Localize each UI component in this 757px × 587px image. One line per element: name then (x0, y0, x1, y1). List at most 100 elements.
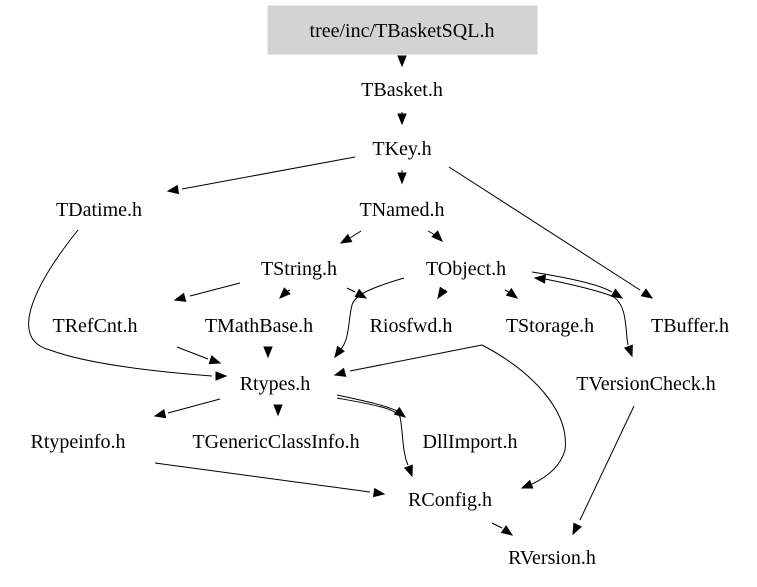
node-label: TString.h (261, 258, 337, 280)
edge-line (349, 344, 483, 372)
edge-line (448, 166, 641, 291)
edge-line (167, 398, 221, 414)
arrowhead-icon (273, 404, 283, 417)
node-label: TGenericClassInfo.h (192, 431, 359, 453)
arrowhead-icon (215, 371, 228, 381)
edge-tstring-to-tmathbase (279, 287, 291, 299)
arrowhead-icon (431, 230, 443, 242)
node-label: TVersionCheck.h (576, 373, 715, 395)
edge-rconfig-to-rversion (491, 522, 514, 536)
arrowhead-icon (640, 288, 654, 299)
node-tobject[interactable]: TObject.h (426, 258, 506, 280)
arrowhead-icon (372, 487, 386, 498)
node-label: TBuffer.h (651, 315, 729, 337)
node-label: TMathBase.h (205, 315, 313, 337)
arrowhead-icon (533, 274, 546, 284)
node-tnamed[interactable]: TNamed.h (360, 199, 445, 221)
node-riosfwd[interactable]: Riosfwd.h (370, 315, 453, 337)
edge-tbasket-to-tkey (397, 112, 407, 126)
node-trefcnt[interactable]: TRefCnt.h (53, 315, 138, 337)
node-label: DllImport.h (423, 431, 518, 453)
edge-line (481, 344, 566, 485)
arrowhead-icon (437, 286, 448, 300)
edges-layer (28, 55, 654, 536)
node-tgenericclassinfo[interactable]: TGenericClassInfo.h (192, 431, 359, 453)
edge-tdatime-to-rtypes (28, 229, 228, 381)
edge-tobject-to-rtypes (334, 277, 405, 359)
edge-rtypes-to-rtypeinfo (153, 398, 221, 419)
edge-tbuffer-to-tobject (533, 274, 613, 297)
node-tmathbase[interactable]: TMathBase.h (205, 315, 313, 337)
arrowhead-icon (572, 522, 582, 536)
node-tstring[interactable]: TString.h (261, 258, 337, 280)
edge-tversioncheck-to-rversion (572, 405, 635, 536)
node-label: Rtypes.h (240, 373, 311, 395)
arrowhead-icon (623, 344, 633, 358)
node-dllimport[interactable]: DllImport.h (423, 431, 518, 453)
node-rtypeinfo[interactable]: Rtypeinfo.h (31, 431, 126, 453)
node-tversioncheck[interactable]: TVersionCheck.h (576, 373, 715, 395)
edge-line (181, 156, 356, 190)
arrowhead-icon (339, 233, 353, 244)
arrowhead-icon (208, 355, 222, 365)
edge-tnamed-to-tstring (339, 230, 362, 244)
node-tdatime[interactable]: TDatime.h (56, 199, 142, 221)
node-label: tree/inc/TBasketSQL.h (310, 20, 495, 42)
edge-line (611, 295, 629, 346)
node-tbuffer[interactable]: TBuffer.h (651, 315, 729, 337)
edge-line (154, 462, 371, 493)
node-rtypes[interactable]: Rtypes.h (240, 373, 311, 395)
arrowhead-icon (500, 525, 514, 536)
edge-line (346, 287, 356, 293)
node-label: TDatime.h (56, 199, 142, 221)
edge-rtypes-to-rconfig (336, 397, 413, 478)
arrowhead-icon (263, 346, 273, 359)
node-label: TKey.h (372, 138, 431, 160)
edge-tobject-to-riosfwd (437, 286, 448, 300)
arrowhead-icon (505, 287, 519, 299)
edge-line (349, 230, 362, 239)
edge-tobject-to-tstorage (504, 287, 519, 299)
edge-tobject-to-tbuffer (531, 271, 624, 299)
arrowhead-icon (397, 172, 407, 185)
arrowhead-icon (403, 464, 413, 478)
edge-line (336, 397, 409, 466)
edge-line (531, 271, 613, 293)
edge-tstorage-to-rtypes (333, 344, 483, 377)
arrowhead-icon (520, 479, 534, 489)
edge-rtypes-to-dllimport (336, 394, 407, 418)
node-label: Rtypeinfo.h (31, 431, 126, 453)
edge-line (491, 522, 503, 529)
edge-line (579, 405, 635, 521)
arrowhead-icon (393, 406, 407, 418)
arrowhead-icon (610, 288, 624, 299)
edge-line (544, 278, 613, 297)
edge-tstorage-to-rconfig (481, 344, 566, 489)
node-label: Riosfwd.h (370, 315, 453, 337)
edge-tmathbase-to-rtypes (263, 346, 273, 359)
arrowhead-icon (279, 287, 291, 299)
node-label: TRefCnt.h (53, 315, 138, 337)
edge-tkey-to-tnamed (397, 170, 407, 185)
arrowhead-icon (153, 409, 167, 419)
edge-rtypes-to-tgenericclassinfo (273, 404, 283, 417)
node-rconfig[interactable]: RConfig.h (408, 489, 492, 511)
edge-tbasketsql-to-tbasket (397, 55, 407, 68)
nodes-layer: tree/inc/TBasketSQL.hTBasket.hTKey.hTDat… (31, 5, 729, 569)
node-tbasketsql[interactable]: tree/inc/TBasketSQL.h (267, 5, 538, 55)
edge-tstring-to-trefcnt (173, 282, 241, 302)
edge-line (504, 289, 510, 293)
arrowhead-icon (333, 367, 347, 377)
node-rversion[interactable]: RVersion.h (508, 547, 596, 569)
arrowhead-icon (354, 288, 368, 299)
node-tstorage[interactable]: TStorage.h (506, 315, 594, 337)
edge-tobject-to-tversioncheck (611, 295, 633, 358)
node-tbasket[interactable]: TBasket.h (361, 79, 443, 101)
edge-line (28, 229, 213, 377)
arrowhead-icon (166, 184, 180, 195)
node-tkey[interactable]: TKey.h (372, 138, 431, 160)
edge-line (339, 277, 405, 351)
edge-trefcnt-to-rtypes (176, 346, 222, 365)
arrowhead-icon (334, 345, 345, 359)
